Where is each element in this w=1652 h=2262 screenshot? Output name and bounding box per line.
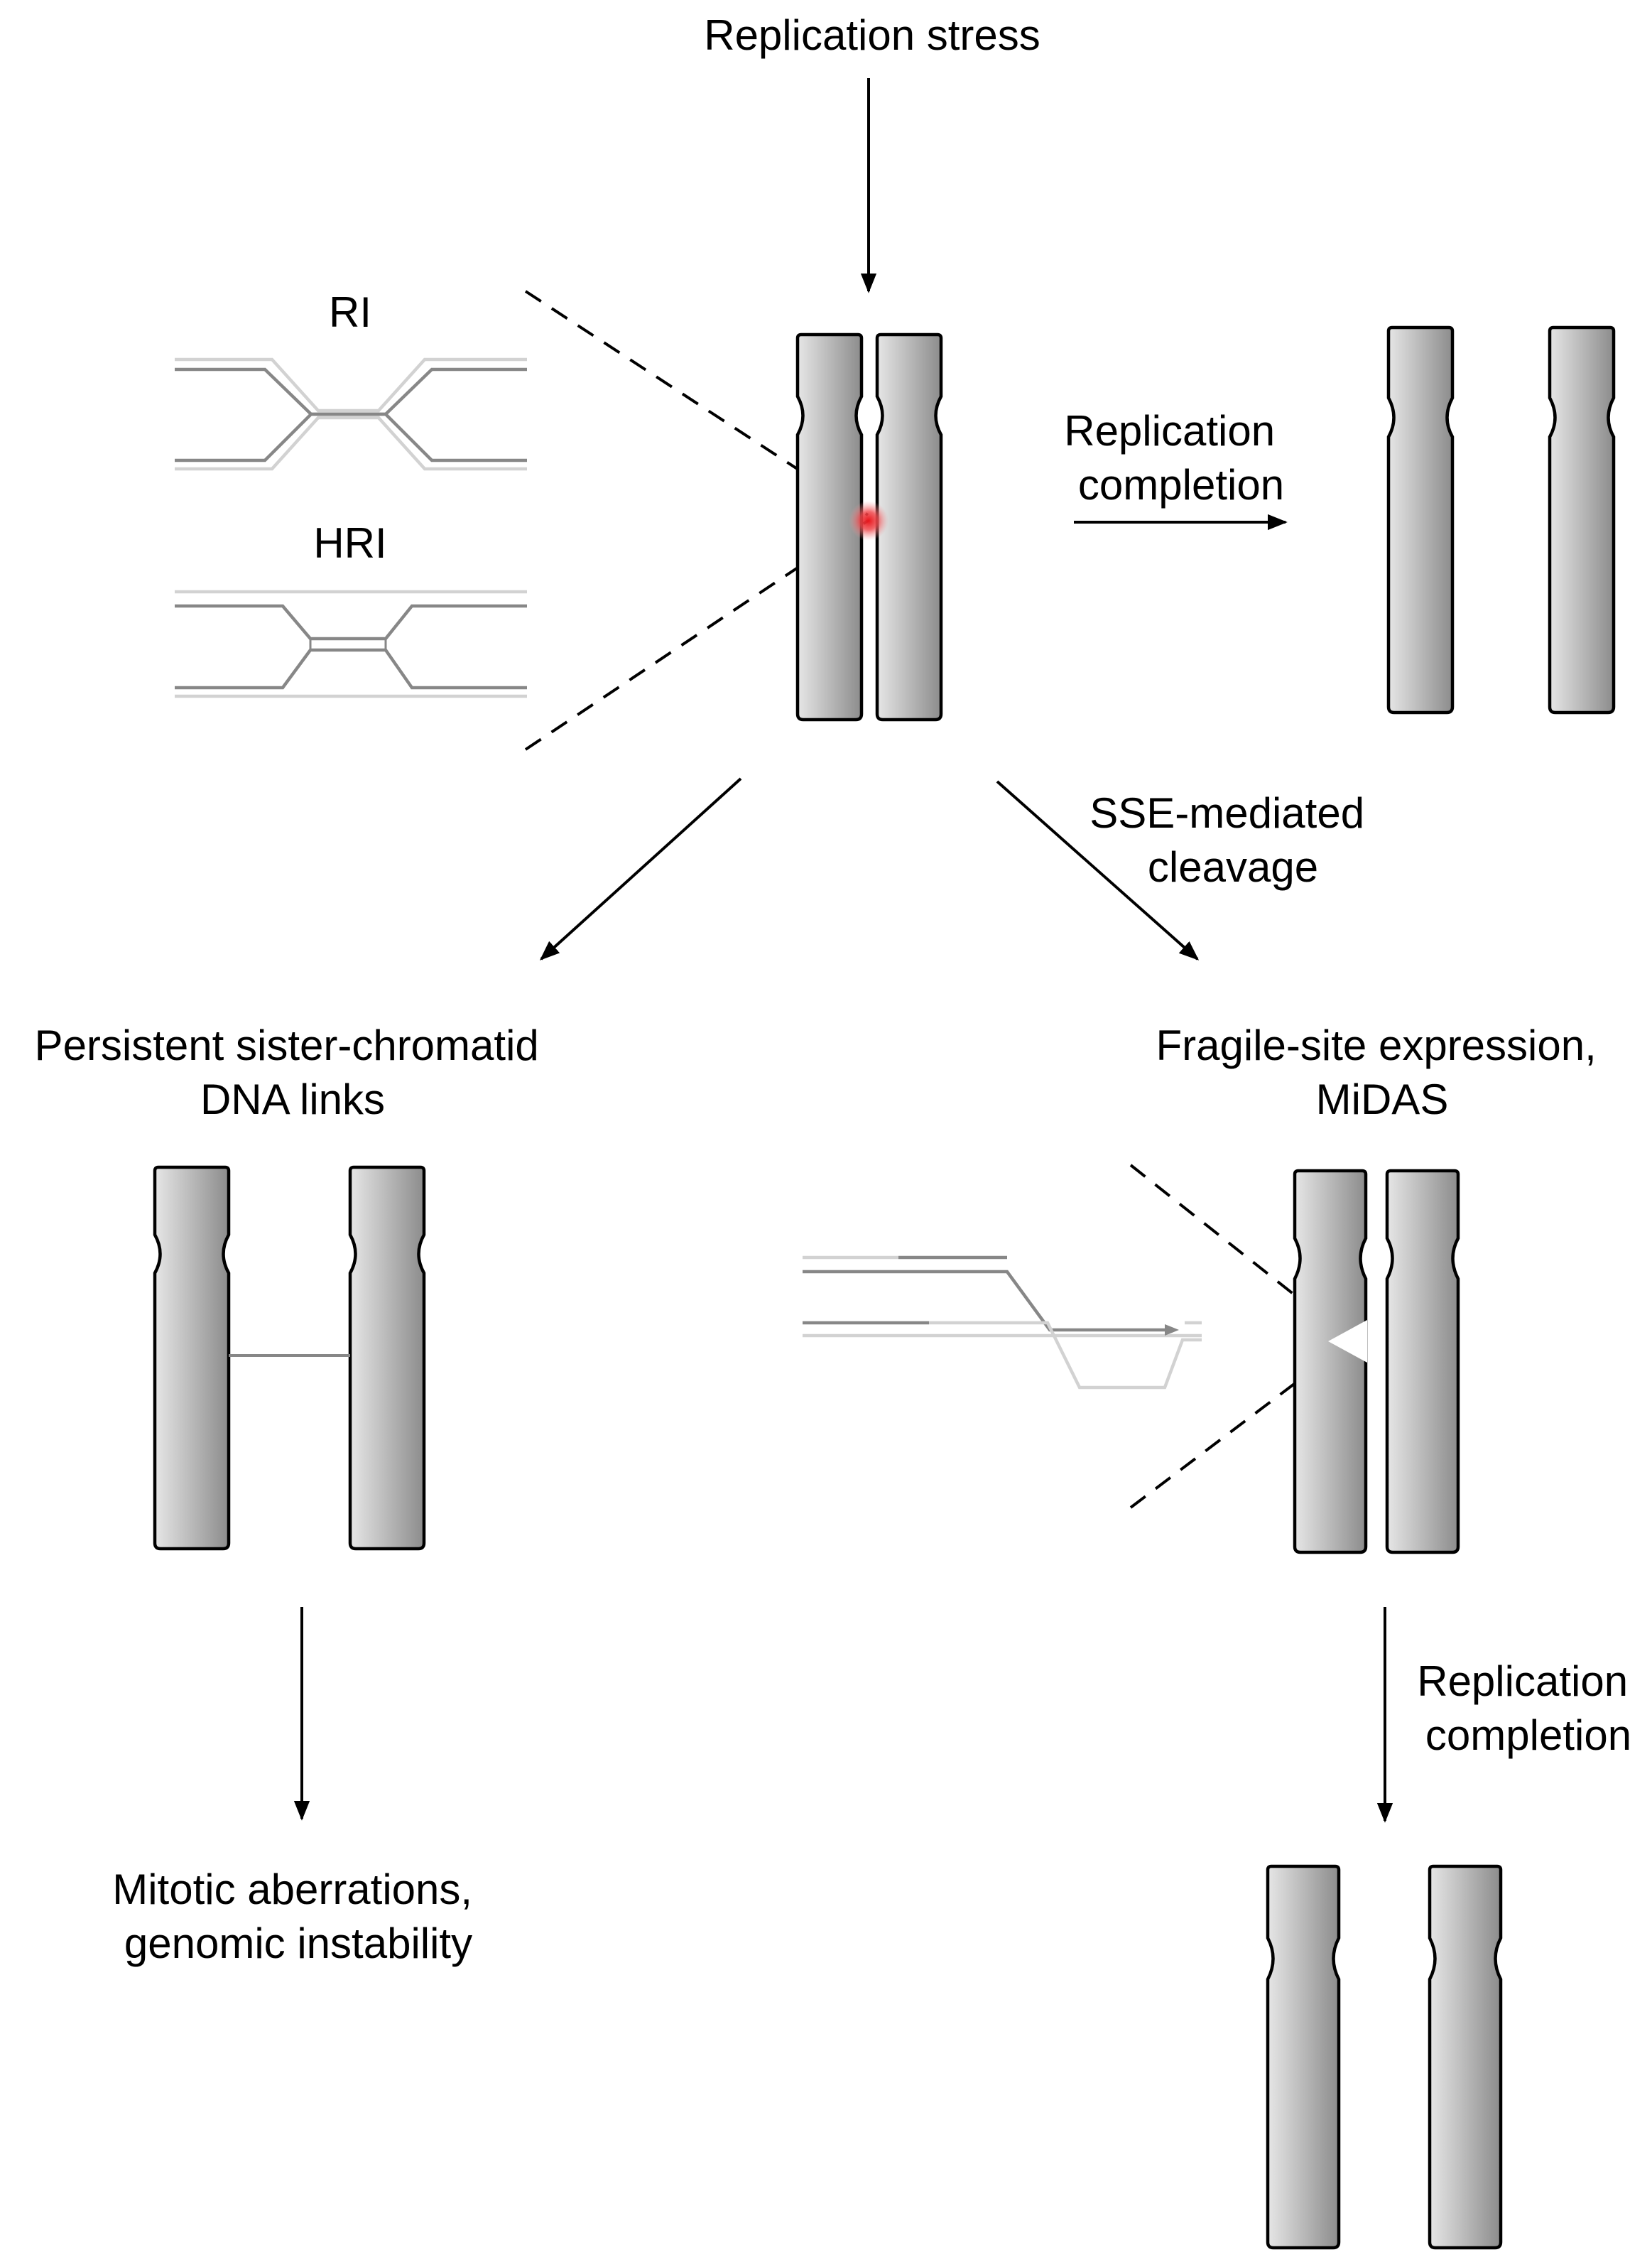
chromosome-pair-center	[795, 332, 943, 722]
chromosome-pair-linked	[153, 1165, 426, 1551]
zoom-lines-top	[524, 290, 869, 751]
chromosome-pair-fragile-site	[1293, 1169, 1460, 1554]
midas-synthesis-arrowhead	[1165, 1324, 1179, 1336]
mitotic-aberrations-label: Mitotic aberrations, genomic instability	[112, 1866, 484, 1967]
ri-label: RI	[329, 288, 371, 336]
stalled-fork-red-spot	[849, 501, 889, 541]
fragile-site-gap	[1328, 1320, 1367, 1363]
arrow-to-persistent-links	[539, 777, 742, 960]
fragile-site-line-2: MiDAS	[1316, 1076, 1449, 1123]
sse-cleavage-line-1: SSE-mediated	[1089, 789, 1364, 837]
hri-label: HRI	[313, 519, 386, 567]
replication-completion-bottom-label: Replication completion	[1417, 1657, 1640, 1759]
mitotic-aberrations-line-2: genomic instability	[124, 1920, 472, 1967]
fragile-site-label: Fragile-site expression, MiDAS	[1156, 1022, 1609, 1123]
mitotic-aberrations-line-1: Mitotic aberrations,	[112, 1866, 472, 1913]
persistent-links-line-2: DNA links	[200, 1076, 385, 1123]
hri-dna-schematic	[175, 590, 527, 698]
replication-completion-top-label: Replication completion	[1064, 407, 1287, 509]
replication-completion-bottom-line-2: completion	[1425, 1711, 1631, 1759]
sse-cleavage-line-2: cleavage	[1148, 843, 1318, 891]
replication-completion-top-line-1: Replication	[1064, 407, 1275, 455]
arrow-to-fragile-site	[996, 780, 1200, 960]
replication-completion-top-line-2: completion	[1078, 461, 1284, 509]
replication-stress-label: Replication stress	[704, 11, 1040, 59]
chromosome-pair-separated-bottom	[1266, 1864, 1503, 2250]
replication-completion-bottom-line-1: Replication	[1417, 1657, 1628, 1705]
chromosome-pair-separated-top	[1386, 325, 1616, 715]
ri-dna-schematic	[175, 357, 527, 471]
persistent-links-label: Persistent sister-chromatid DNA links	[35, 1022, 551, 1123]
fragile-site-line-1: Fragile-site expression,	[1156, 1022, 1597, 1069]
midas-dna-schematic	[803, 1255, 1202, 1390]
persistent-links-line-1: Persistent sister-chromatid	[35, 1022, 539, 1069]
sse-cleavage-label: SSE-mediated cleavage	[1089, 789, 1376, 891]
